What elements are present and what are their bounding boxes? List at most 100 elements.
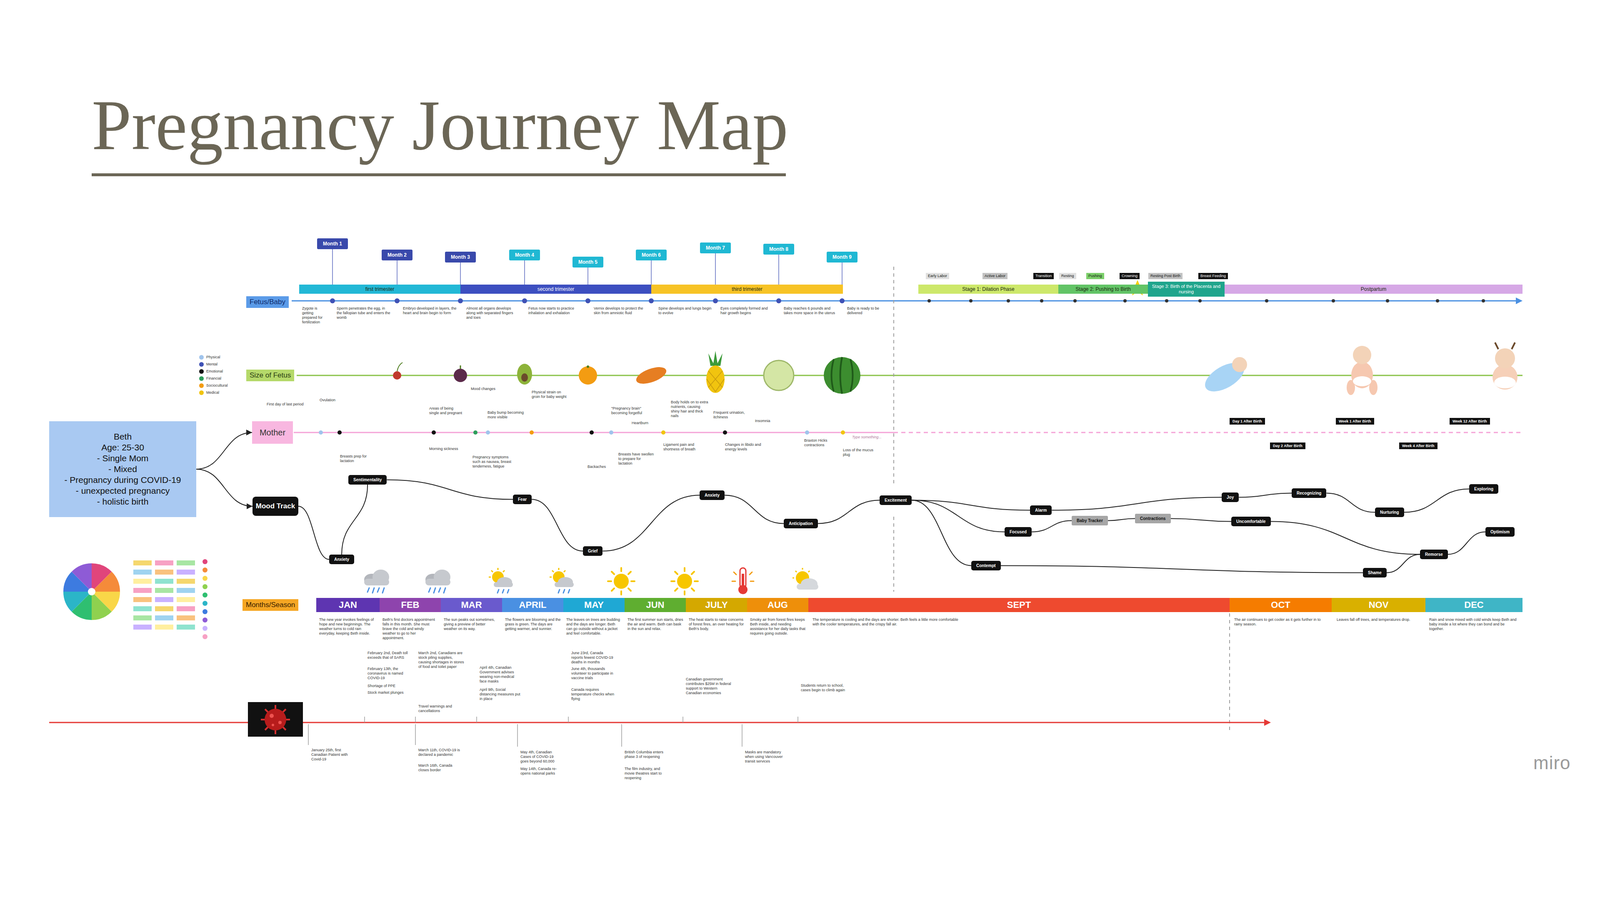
node-text: Fear <box>517 497 527 502</box>
node-text: Contractions <box>1140 516 1166 521</box>
emotion-wheel <box>63 563 120 620</box>
legend-row: Physical <box>199 355 221 360</box>
node-text: Alarm <box>1035 507 1047 513</box>
node-text: Resting <box>1061 273 1075 279</box>
node-text: Uncomfortable <box>1236 519 1266 524</box>
month-note: The temperature is cooling and the days … <box>812 617 963 627</box>
emotion-node: Grief <box>582 546 603 556</box>
month-tag: Month 9 <box>826 251 858 263</box>
connector <box>1447 532 1486 555</box>
month-band: DEC <box>1425 597 1523 613</box>
node-text: Baby Tracker <box>1076 518 1103 523</box>
labour-tag: Crowning <box>1119 272 1140 280</box>
event-note: June 23rd, Canada reports fewest COVID-1… <box>571 650 615 665</box>
node-text: Month 8 <box>769 246 789 253</box>
month-note: The leaves on trees are budding and the … <box>566 617 623 636</box>
month-band: APRIL <box>502 597 564 613</box>
note-text: Sperm penetrates the egg, in the fallopi… <box>336 306 391 320</box>
node-text: Beth <box>113 431 132 443</box>
node-text: Week 1 After Birth <box>1338 419 1372 424</box>
sticky-grid <box>133 560 195 630</box>
note-text: Changes in libido and energy levels <box>725 442 763 452</box>
connector <box>298 506 330 560</box>
legend-text: Medical <box>206 390 220 395</box>
note-text: Breasts prep for lactation <box>340 454 378 464</box>
note-text: Physical strain on groin for baby weight <box>531 390 570 400</box>
connector <box>1051 497 1222 511</box>
time-tag: Week 4 After Birth <box>1399 442 1438 450</box>
note-text: Ligament pain and shortness of breath <box>663 442 701 452</box>
node-text: Week 4 After Birth <box>1402 443 1435 448</box>
legend-swatch <box>199 383 204 388</box>
row-label: Months/Season <box>242 599 299 611</box>
month-tag: Month 1 <box>317 238 348 250</box>
node-text: Months/Season <box>245 600 295 610</box>
note-text: First day of last period <box>266 402 309 407</box>
month-tag: Month 7 <box>700 242 731 254</box>
event-note: May 14th, Canada re-opens national parks <box>520 766 563 776</box>
note-text: Baby bump becoming more visible <box>487 410 525 420</box>
event-note: April 9th, Social distancing measures pu… <box>479 687 522 702</box>
note-text: Insomnia <box>755 418 780 424</box>
node-text: APRIL <box>519 599 547 611</box>
node-text: MAY <box>584 599 604 611</box>
node-text: Anxiety <box>704 492 720 498</box>
note-text: Braxton Hicks contractions <box>804 438 838 448</box>
mother-timeline <box>293 430 1523 435</box>
legend-text: Emotional <box>206 369 223 374</box>
row-label: Mood Track <box>252 496 299 516</box>
emotion-node: Fear <box>512 494 532 505</box>
note-text: Ovulation <box>319 397 345 403</box>
node-text: Crowning <box>1121 273 1138 279</box>
watermark: miro <box>1533 752 1571 774</box>
legend-swatch <box>199 376 204 381</box>
emotion-node: Anxiety <box>699 490 725 500</box>
note-text: Fetus now starts to practice inhalation … <box>528 306 583 316</box>
node-text: Age: 25-30 <box>101 442 145 453</box>
emotion-node: Optimism <box>1485 527 1515 537</box>
node-text: - unexpected pregnancy <box>75 485 170 497</box>
node-text: NOV <box>1368 599 1389 611</box>
event-note: January 25th, first Canadian Patient wit… <box>311 747 353 762</box>
month-note: The air continues to get cooler as it ge… <box>1234 617 1326 627</box>
month-band: MAY <box>563 597 625 613</box>
month-note: The first summer sun starts, dries the a… <box>627 617 684 632</box>
labour-tag: Early Labor <box>925 272 950 280</box>
emotion-node: Anticipation <box>783 518 818 529</box>
connector <box>196 432 253 470</box>
node-text: Nurturing <box>1380 510 1400 515</box>
time-tag: Week 12 After Birth <box>1449 417 1490 425</box>
month-band: NOV <box>1331 597 1426 613</box>
time-tag: Day 2 After Birth <box>1270 442 1306 450</box>
node-text: - Single Mom <box>97 452 149 464</box>
connector <box>1238 493 1292 498</box>
connector <box>531 499 583 552</box>
page-title: Pregnancy Journey Map <box>91 89 789 161</box>
node-text: Month 4 <box>515 252 535 258</box>
node-text: third trimester <box>731 286 763 293</box>
month-tag: Month 6 <box>635 249 667 261</box>
event-note: March 16th, Canada closes border <box>418 763 460 773</box>
month-tag: Month 3 <box>445 251 476 263</box>
node-text: Focused <box>1009 529 1027 535</box>
fetus-timeline <box>291 280 1523 305</box>
note-text: Breasts have swollen to prepare for lact… <box>618 452 656 466</box>
persona-box: BethAge: 25-30- Single Mom- Mixed- Pregn… <box>49 421 197 518</box>
node-text: Contempt <box>976 563 996 568</box>
event-note: March 2nd, Canadians are stock piling su… <box>418 650 465 670</box>
note-text: Loss of the mucus plug <box>842 447 877 458</box>
legend-row: Emotional <box>199 369 223 374</box>
note-text: Eyes completely formed and hair growth b… <box>720 306 775 316</box>
node-text: Early Labor <box>927 273 948 279</box>
node-text: MAR <box>460 599 482 611</box>
legend-text: Financial <box>206 376 222 381</box>
node-text: Grief <box>587 548 598 554</box>
note-text: Areas of being single and pregnant <box>429 406 463 416</box>
emotion-node: Baby Tracker <box>1071 515 1108 526</box>
emotion-node: Contempt <box>971 560 1001 571</box>
connector <box>1170 518 1232 522</box>
connector <box>817 500 880 524</box>
connector <box>386 480 513 500</box>
emotion-node: Excitement <box>879 495 912 505</box>
node-text: Resting Post Birth <box>1150 273 1181 279</box>
